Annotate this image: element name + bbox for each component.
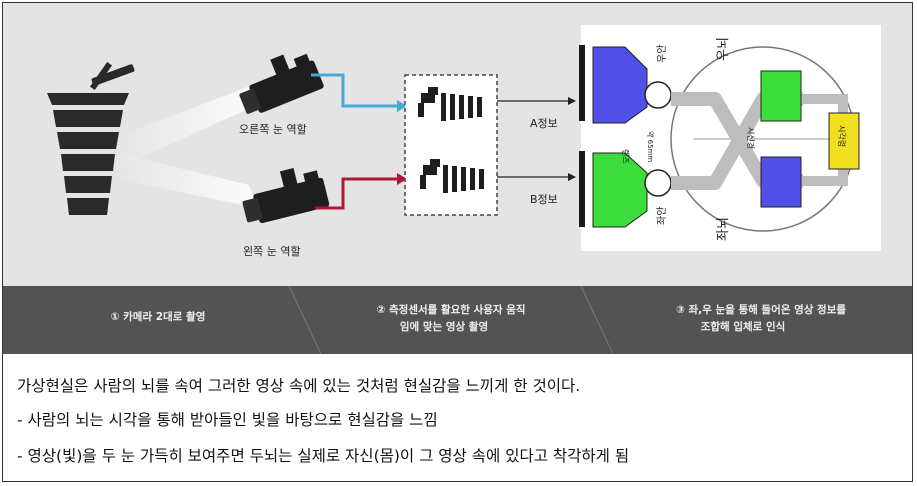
- caption-line-1: 가상현실은 사람의 뇌를 속여 그러한 영상 속에 있는 것처럼 현실감을 느끼…: [17, 377, 581, 395]
- vr-diagram-svg: 오른쪽 눈 역할 왼쪽 눈 역할: [47, 25, 881, 258]
- left-brain-label: 좌뇌: [716, 217, 731, 241]
- a-signal-arrow-in: [397, 100, 407, 112]
- distance-label: 약 65mm: [646, 131, 655, 162]
- step-1-text: ① 카메라 2대로 촬영: [111, 310, 206, 323]
- top-display-bar: [579, 45, 585, 121]
- visual-cortex-block: [828, 112, 860, 170]
- step-2-text-line1: ② 측정센서를 활요한 사용자 움직: [376, 303, 525, 316]
- b-signal-line-in: [315, 177, 397, 210]
- headset-bottom-icon: [420, 159, 484, 193]
- right-eye-circle: [644, 81, 672, 109]
- a-signal-line-in: [311, 73, 397, 108]
- left-eye-screen: [592, 152, 648, 228]
- lens-label: 렌즈: [621, 149, 631, 164]
- right-brain-label: 우뇌: [716, 37, 731, 61]
- right-eye-screen: [592, 46, 648, 124]
- right-camera-beam: [113, 85, 261, 168]
- left-camera: [242, 167, 330, 224]
- step-2-text-line2: 임에 맞는 영상 촬영: [400, 320, 488, 333]
- a-info-label: A정보: [530, 117, 558, 130]
- right-eye-label: 오른쪽 눈 역할: [239, 123, 307, 136]
- steps-svg: ① 카메라 2대로 촬영 ② 측정센서를 활요한 사용자 움직 임에 맞는 영상…: [111, 285, 846, 355]
- caption-line-3: - 영상(빛)을 두 눈 가득히 보여주면 두뇌는 실제로 자신(몸)이 그 영…: [17, 447, 630, 465]
- a-info-arrow: [568, 97, 576, 105]
- left-eye-label: 왼쪽 눈 역할: [243, 244, 301, 258]
- caption-block: 가상현실은 사람의 뇌를 속여 그러한 영상 속에 있는 것처럼 현실감을 느끼…: [3, 354, 912, 481]
- left-eye-circle: [644, 169, 672, 197]
- right-eye-tag: 우안: [656, 45, 668, 63]
- step-3-text-line2: 조합해 입체로 인식: [701, 320, 786, 333]
- step-divider-2: [580, 285, 614, 355]
- right-brain-block: [760, 70, 802, 122]
- b-info-arrow: [568, 173, 576, 181]
- left-brain-block: [760, 156, 802, 208]
- steps-band: ① 카메라 2대로 촬영 ② 측정센서를 활요한 사용자 움직 임에 맞는 영상…: [3, 285, 912, 355]
- left-eye-tag: 좌안: [656, 207, 668, 225]
- left-camera-beam: [113, 153, 257, 208]
- headset-top-icon: [418, 87, 482, 121]
- vr-diagram: 오른쪽 눈 역할 왼쪽 눈 역할: [3, 3, 912, 286]
- visual-cortex-label: 시각령: [837, 125, 847, 147]
- bottom-display-bar: [579, 151, 585, 227]
- optic-chiasm-label: 시신경: [746, 127, 756, 149]
- cup-object: [47, 61, 135, 215]
- step-3-text-line1: ③ 좌,우 눈을 통해 들어온 영상 정보를: [676, 303, 846, 316]
- step-divider-1: [288, 285, 322, 355]
- b-signal-arrow-in: [397, 173, 407, 185]
- caption-line-2: - 사람의 뇌는 시각을 통해 받아들인 빛을 바탕으로 현실감을 느낌: [17, 411, 438, 429]
- right-camera: [239, 53, 324, 114]
- b-info-label: B정보: [530, 193, 558, 206]
